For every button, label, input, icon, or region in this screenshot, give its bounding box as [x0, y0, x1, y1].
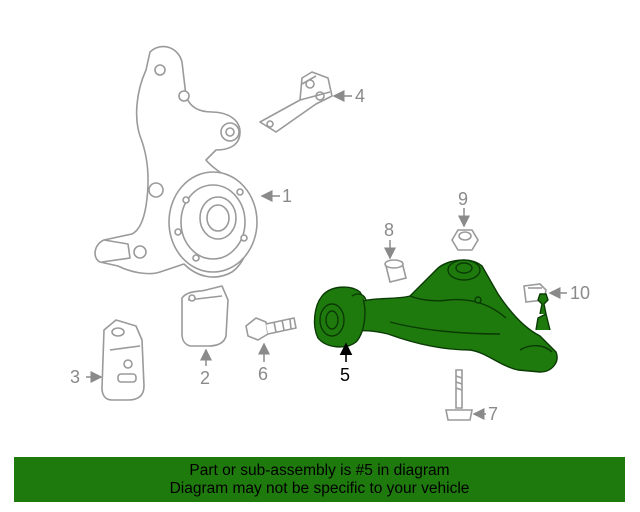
nut-part-8[interactable]	[384, 259, 407, 283]
bolt-part-6[interactable]	[245, 317, 297, 341]
callout-4: 4	[355, 86, 366, 106]
callout-8: 8	[384, 220, 395, 240]
callout-9: 9	[458, 189, 469, 209]
bracket-part-3[interactable]	[101, 319, 145, 401]
info-banner: Part or sub-assembly is #5 in diagram Di…	[14, 457, 625, 502]
callout-3: 3	[70, 367, 81, 387]
callout-6: 6	[258, 364, 269, 384]
callout-7: 7	[488, 404, 499, 424]
callout-10: 10	[570, 283, 591, 303]
shield-part-2[interactable]	[181, 285, 229, 347]
lower-control-arm-part-5[interactable]	[313, 259, 558, 373]
banner-line-2: Diagram may not be specific to your vehi…	[169, 480, 470, 497]
banner-line-1: Part or sub-assembly is #5 in diagram	[189, 462, 450, 479]
bolt-part-7[interactable]	[445, 369, 473, 421]
callout-2: 2	[200, 368, 211, 388]
callout-5: 5	[340, 365, 351, 385]
nut-part-9[interactable]	[451, 229, 479, 251]
bracket-part-4[interactable]	[259, 71, 333, 133]
steering-knuckle-part-1[interactable]	[94, 45, 258, 278]
callout-1: 1	[282, 186, 293, 206]
